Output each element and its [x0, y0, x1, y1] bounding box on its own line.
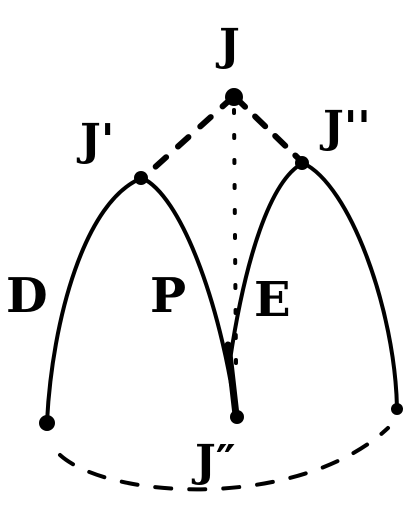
middle-thick-stroke — [224, 341, 240, 419]
label-region-d: D — [6, 268, 48, 324]
label-j-prime: J' — [76, 115, 114, 166]
label-j-top: J — [215, 20, 240, 71]
dotted-line-j-to-bottom — [232, 108, 238, 367]
point-j-top — [225, 88, 243, 106]
point-bottom-right — [391, 403, 403, 415]
label-region-p: P — [150, 268, 186, 324]
point-bottom-left — [39, 415, 55, 431]
point-j-prime — [134, 171, 148, 185]
point-bottom-middle — [230, 410, 244, 424]
label-j-double-prime-bottom: J″ — [191, 436, 235, 487]
label-j-double-prime-right: J'' — [319, 102, 371, 153]
left-arch-curve — [45, 176, 238, 424]
label-region-e: E — [254, 272, 291, 328]
point-j-double-prime-right — [295, 156, 309, 170]
dashed-line-j-to-j-prime — [140, 94, 236, 181]
dashed-line-j-to-j-double-prime — [232, 94, 303, 163]
